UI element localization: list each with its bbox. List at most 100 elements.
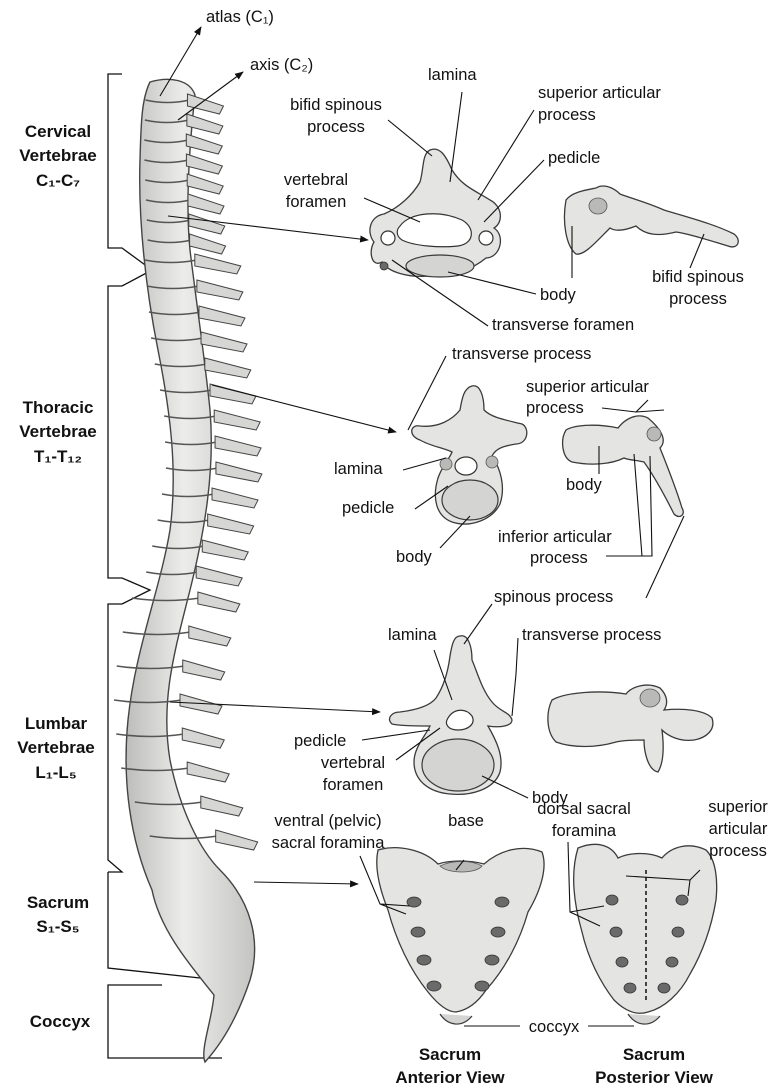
dorsal-foramen [658,983,670,993]
cervical-transverse-tip [380,262,388,270]
coccyx-label: Coccyx [30,1012,91,1031]
spinous-process [189,214,225,234]
coccyx-detail-label: coccyx [529,1018,580,1036]
cervical-transverse-foramen-label: transverse foramen [492,316,634,334]
spinous-process [186,134,222,154]
cervical-vertebra-superior [370,149,501,277]
spinous-process [197,280,243,300]
spinous-process [189,626,231,646]
sacrum-anterior [377,848,544,1012]
thoracic-brace [108,286,150,604]
leader-cervical-superior [478,110,534,200]
leader-lumbar-spinous [464,604,492,644]
cervical-label-line1: Cervical [25,122,91,141]
cervical-side-bifid-label-2: process [669,290,727,308]
thoracic-lateral-shape [563,416,684,517]
spinous-process [208,514,254,534]
lumbar-lamina-label: lamina [388,626,437,644]
spinous-process [201,332,247,352]
leader-lumbar-body [482,776,528,798]
thoracic-lateral-facet [647,427,661,441]
ventral-foramen [491,927,505,937]
spinous-process [216,830,258,850]
lumbar-transverse-label: transverse process [522,626,661,644]
cervical-transverse-foramen-left [381,231,395,245]
posterior-caption-1: Sacrum [623,1045,685,1064]
cervical-superior-label-2: process [538,106,596,124]
spinous-process [183,660,225,680]
spinous-process [202,540,248,560]
spinous-process [216,462,262,482]
thoracic-label-line2: Vertebrae [19,422,97,441]
thoracic-inferior-label-1: inferior articular [498,528,612,546]
cervical-transverse-foramen-right [479,231,493,245]
dorsal-foramen [672,927,684,937]
spinous-process [214,410,260,430]
thoracic-spinous-label: spinous process [494,588,613,606]
ventral-foramen [427,981,441,991]
superior-label-3: process [709,842,767,860]
sacrum-label-line2: S₁-S₅ [36,917,79,936]
cervical-pedicle-label: pedicle [548,149,600,167]
cervical-label-line3: C₁-C₇ [36,171,80,190]
dorsal-foramen [606,895,618,905]
cervical-bifid-label-1: bifid spinous [290,96,382,114]
dorsal-foramen [666,957,678,967]
spinous-process [188,194,224,214]
lumbar-lateral-shape [548,685,713,772]
leader-lumbar-transverse [512,638,518,716]
spinous-process [182,728,224,748]
thoracic-superior-label-2: process [526,399,584,417]
leader-thoracic-transverse [408,356,446,430]
base-label: base [448,812,484,830]
spinous-process [195,254,241,274]
thoracic-body [442,480,498,520]
thoracic-label-line3: T₁-T₁₂ [34,447,82,466]
coccyx-anterior-tip [440,1014,472,1024]
cervical-body [406,255,474,277]
ventral-foramen [411,927,425,937]
thoracic-vertebra-lateral [563,416,684,517]
spinous-process [205,358,251,378]
lumbar-label-line3: L₁-L₅ [35,763,76,782]
ventral-foramen [475,981,489,991]
spinous-process [187,762,229,782]
dorsal-label-2: foramina [552,822,617,840]
thoracic-body-label: body [396,548,433,566]
lumbar-foramen-label-2: foramen [323,776,384,794]
leader-cervical-pedicle [484,160,544,222]
coccyx-posterior-tip [628,1014,660,1024]
ventral-label-2: sacral foramina [272,834,386,852]
thoracic-label-line1: Thoracic [23,398,94,417]
cervical-vertebra-lateral [564,186,738,254]
lumbar-brace [108,604,122,872]
sacrum-pointer [254,882,358,884]
cervical-side-bifid-label-1: bifid spinous [652,268,744,286]
thoracic-transverse-label: transverse process [452,345,591,363]
cervical-lateral-facet [589,198,607,214]
thoracic-vertebral-foramen [455,457,477,475]
spinous-process [201,796,243,816]
thoracic-inferior-label-2: process [530,549,588,567]
sacrum-posterior [574,844,717,1013]
lumbar-vertebra-lateral [548,685,713,772]
thoracic-pedicle-label: pedicle [342,499,394,517]
superior-label-2: articular [709,820,768,838]
atlas-label: atlas (C₁) [206,8,274,26]
ventral-label-1: ventral (pelvic) [274,812,381,830]
region-labels: Cervical Vertebrae C₁-C₇ Thoracic Verteb… [17,122,97,1031]
leader-thoracic-inferior [606,454,652,556]
leader-thoracic-superior [602,400,664,412]
cervical-foramen-label-2: foramen [286,193,347,211]
spinous-process [186,154,222,174]
lumbar-foramen-label-1: vertebral [321,754,385,772]
anterior-caption-2: Anterior View [395,1068,505,1087]
dorsal-foramen [610,927,622,937]
cervical-vertebral-foramen [397,214,471,247]
superior-label-1: superior [708,798,768,816]
posterior-caption-2: Posterior View [595,1068,714,1087]
axis-label: axis (C₂) [250,56,313,74]
sacrum-label-line1: Sacrum [27,893,89,912]
leader-cervical-lamina [450,92,462,182]
